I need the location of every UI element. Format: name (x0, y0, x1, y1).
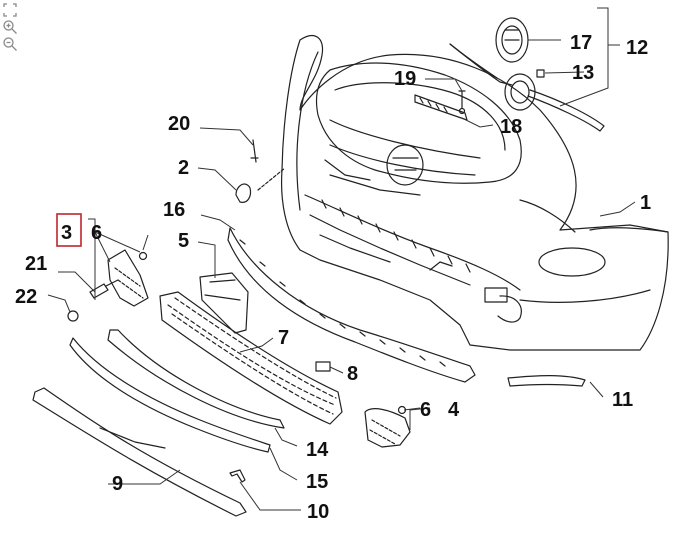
retaining-clip-part[interactable] (229, 469, 246, 483)
callout-17: 17 (570, 32, 592, 54)
bumper-cover-part[interactable] (281, 35, 669, 351)
front-emblem-part[interactable] (495, 17, 529, 63)
callout-6b: 6 (420, 399, 431, 421)
screw-part[interactable] (89, 279, 119, 299)
callout-11: 11 (612, 389, 633, 411)
callout-21: 21 (25, 253, 47, 275)
upper-bracket-part[interactable] (414, 94, 468, 121)
callout-16: 16 (163, 199, 185, 221)
zoom-toolbar (2, 2, 20, 53)
grille-bracket-part[interactable] (199, 272, 249, 334)
callout-8: 8 (347, 363, 358, 385)
lower-strip-part[interactable] (69, 337, 271, 453)
fog-lamp-grille-right-part[interactable] (364, 405, 411, 448)
callout-18: 18 (500, 116, 522, 138)
callout-15: 15 (306, 471, 328, 493)
callout-3: 3 (61, 222, 72, 244)
clip-nut-part[interactable] (67, 310, 79, 322)
lower-spoiler-part[interactable] (227, 227, 476, 383)
chrome-moulding-part[interactable] (449, 43, 605, 132)
callout-6: 6 (91, 222, 102, 244)
zoom-in-icon[interactable] (2, 19, 18, 35)
small-clip-part[interactable] (536, 69, 545, 78)
callout-7: 7 (278, 327, 289, 349)
callout-9: 9 (112, 473, 123, 495)
side-reflector-trim-part[interactable] (507, 375, 586, 387)
callout-12: 12 (626, 37, 648, 59)
callout-22: 22 (15, 286, 37, 308)
zoom-out-icon[interactable] (2, 36, 18, 52)
lower-trim-part[interactable] (107, 329, 285, 429)
callout-20: 20 (168, 113, 190, 135)
callout-5: 5 (178, 230, 189, 252)
fog-lamp-grille-left-part[interactable] (107, 249, 149, 307)
honeycomb-grille-part[interactable] (159, 291, 343, 425)
callout-19: 19 (394, 68, 416, 90)
callout-14: 14 (306, 439, 329, 461)
tow-hook-cover-part[interactable] (235, 167, 286, 203)
push-clip-part[interactable] (315, 361, 331, 372)
fit-page-icon[interactable] (2, 2, 18, 18)
callout-2: 2 (178, 157, 189, 179)
leader-lines (47, 7, 636, 511)
callout-1: 1 (640, 192, 651, 214)
bolt-part[interactable] (458, 90, 466, 115)
callout-4: 4 (448, 399, 460, 421)
callout-10: 10 (307, 501, 329, 523)
clip-pin-part[interactable] (250, 139, 259, 163)
splash-shield-part[interactable] (32, 387, 247, 517)
nut-part[interactable] (138, 251, 148, 261)
callout-13: 13 (572, 62, 594, 84)
highlight-box (56, 213, 82, 247)
